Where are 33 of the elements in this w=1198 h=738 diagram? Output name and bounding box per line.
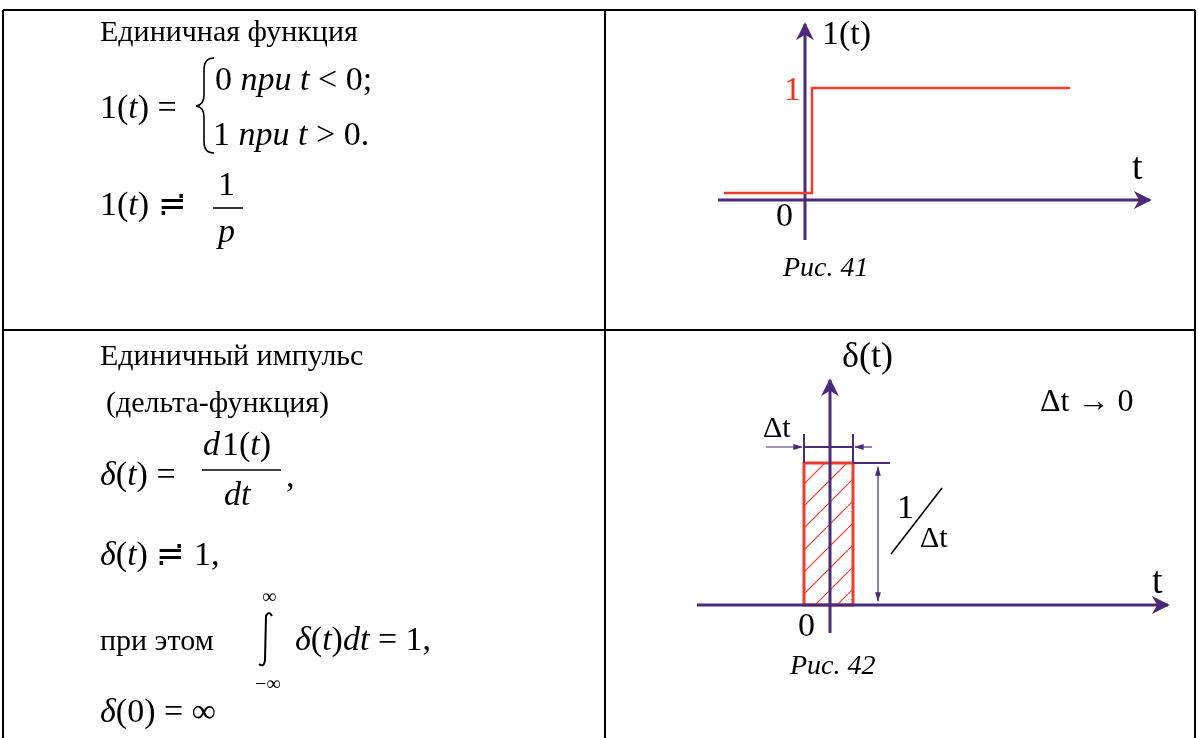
tick-label: 1: [784, 70, 801, 108]
axis-label: t: [1152, 560, 1163, 602]
formula: δ(t) ≓ 1,: [100, 535, 220, 573]
tick-label: 0: [798, 606, 815, 644]
formula: 1(t) =: [100, 88, 177, 126]
dimension-label: Δt: [920, 520, 948, 553]
fraction-numerator: 1(t): [222, 425, 272, 463]
formula: δ(t) =: [100, 455, 176, 493]
dimension-label: 1: [897, 488, 914, 526]
heading: (дельта-функция): [106, 385, 330, 418]
integral-limit: −∞: [255, 672, 281, 694]
axis-label: δ(t): [842, 336, 893, 376]
formula: при этом: [100, 623, 214, 656]
axis-label: 1(t): [822, 14, 872, 52]
integral-limit: ∞: [262, 585, 277, 607]
figure-caption: Рис. 42: [790, 650, 876, 681]
fraction-denominator: p: [218, 212, 235, 250]
annotation: Δt → 0: [1040, 383, 1134, 419]
tick-label: 0: [776, 196, 793, 234]
formula: δ(t)dt = 1,: [295, 620, 432, 658]
axis-label: t: [1132, 146, 1143, 188]
formula: 0 при t < 0;: [215, 60, 373, 98]
fraction-numerator: d: [203, 425, 220, 463]
formula: ,: [286, 457, 295, 495]
fraction-numerator: 1: [218, 165, 235, 203]
fraction-denominator: dt: [224, 475, 251, 513]
formula: δ(0) = ∞: [100, 692, 216, 730]
dimension-label: Δt: [763, 410, 791, 443]
figure-caption: Рис. 41: [783, 252, 869, 283]
formula: 1(t) ≓: [100, 185, 187, 223]
heading: Единичный импульс: [100, 338, 364, 371]
formula: 1 при t > 0.: [213, 115, 370, 153]
heading: Единичная функция: [100, 14, 358, 47]
